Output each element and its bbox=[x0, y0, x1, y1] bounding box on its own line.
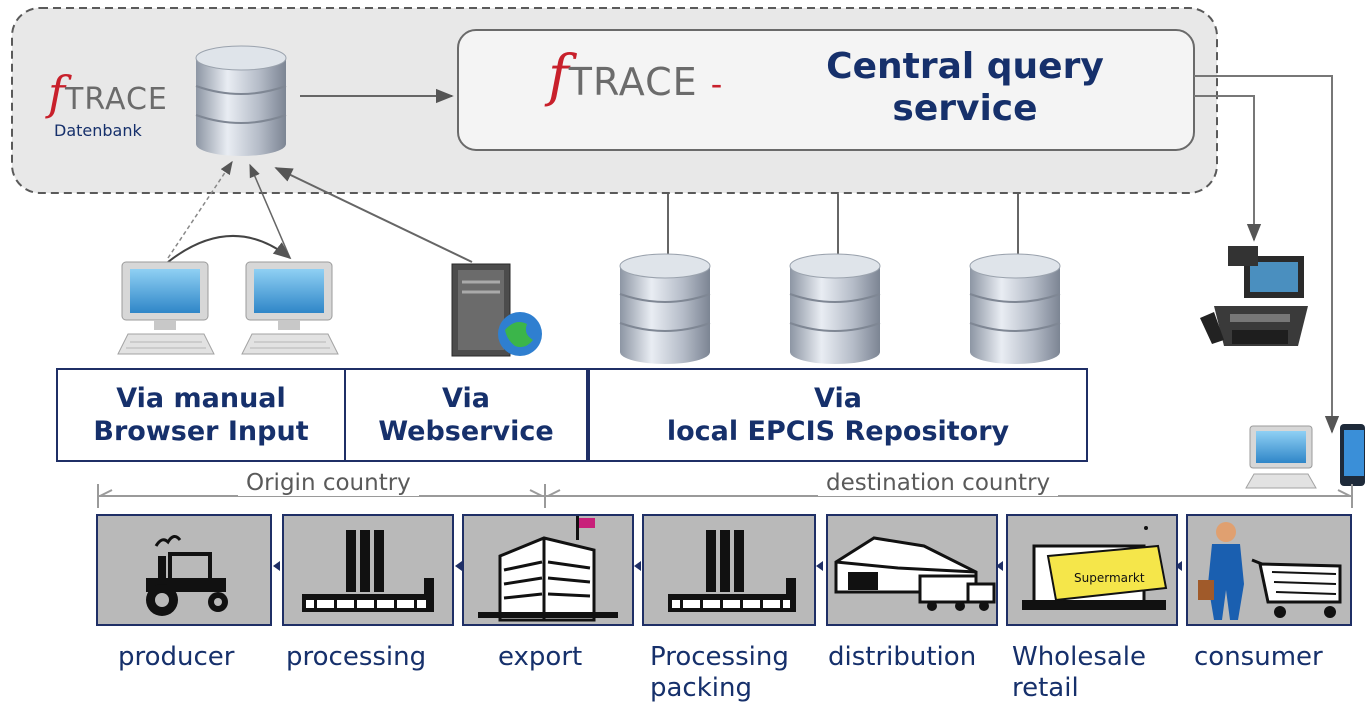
label-distribution: distribution bbox=[828, 642, 977, 672]
supermarket-icon: Supermarkt bbox=[1022, 526, 1168, 610]
epcis-repository-icon-1 bbox=[619, 253, 711, 365]
method-line2: Webservice bbox=[378, 416, 554, 447]
ftrace-logo-datenbank: fTRACE bbox=[48, 66, 168, 120]
label-processing: processing bbox=[286, 642, 427, 672]
method-line1: Via bbox=[814, 383, 862, 414]
method-manual-browser-input: Via manual Browser Input bbox=[56, 368, 346, 462]
method-line1: Via bbox=[442, 383, 490, 414]
central-title-line1: Central query bbox=[826, 46, 1104, 87]
central-query-service-box bbox=[457, 29, 1195, 151]
ftrace-logo-letter: f bbox=[548, 44, 569, 109]
stage-wholesale-retail: Supermarkt bbox=[1006, 514, 1178, 626]
stage-processing bbox=[282, 514, 454, 626]
ftrace-logo-central: fTRACE - bbox=[548, 44, 722, 109]
supermarket-sign: Supermarkt bbox=[1074, 571, 1145, 585]
epcis-repository-icon-2 bbox=[789, 253, 881, 365]
stage-consumer bbox=[1186, 514, 1352, 626]
datenbank-logo-word: TRACE bbox=[65, 82, 168, 117]
destination-country-label: destination country bbox=[818, 470, 1059, 496]
computer-icon-2 bbox=[241, 261, 339, 355]
label-wholesale-retail: Wholesale retail bbox=[1012, 642, 1147, 703]
label-consumer: consumer bbox=[1194, 642, 1323, 672]
title-dash: - bbox=[710, 65, 723, 103]
tractor-icon bbox=[146, 535, 228, 616]
webservice-server-icon bbox=[451, 263, 542, 357]
method-webservice: Via Webservice bbox=[344, 368, 588, 462]
method-line2: Browser Input bbox=[93, 416, 309, 447]
ftrace-database-icon bbox=[195, 45, 287, 157]
origin-country-label: Origin country bbox=[238, 470, 419, 496]
central-title-line2: service bbox=[892, 88, 1038, 129]
shopper-icon bbox=[1198, 522, 1342, 620]
method-line1: Via manual bbox=[116, 383, 286, 414]
stage-export bbox=[462, 514, 634, 626]
computer-icon-1 bbox=[117, 261, 215, 355]
stage-distribution bbox=[826, 514, 998, 626]
factory-icon bbox=[302, 530, 434, 612]
cash-register-icon bbox=[1200, 246, 1308, 346]
consumer-computer-icon bbox=[1245, 425, 1317, 489]
epcis-repository-icon-3 bbox=[969, 253, 1061, 365]
building-icon bbox=[478, 516, 618, 622]
warehouse-icon bbox=[834, 536, 996, 611]
label-producer: producer bbox=[118, 642, 235, 672]
method-local-epcis-repository: Via local EPCIS Repository bbox=[588, 368, 1088, 462]
method-line2: local EPCIS Repository bbox=[666, 416, 1010, 447]
mobile-phone-icon bbox=[1340, 424, 1365, 486]
datenbank-caption: Datenbank bbox=[54, 121, 142, 140]
factory-icon bbox=[668, 530, 796, 612]
stage-producer bbox=[96, 514, 272, 626]
ftrace-logo-word: TRACE bbox=[568, 60, 698, 104]
stage-processing-packing bbox=[642, 514, 816, 626]
central-query-service-title: Central query service bbox=[770, 46, 1160, 130]
label-processing-packing: Processing packing bbox=[650, 642, 789, 703]
label-export: export bbox=[498, 642, 583, 672]
datenbank-logo-letter: f bbox=[48, 66, 66, 120]
